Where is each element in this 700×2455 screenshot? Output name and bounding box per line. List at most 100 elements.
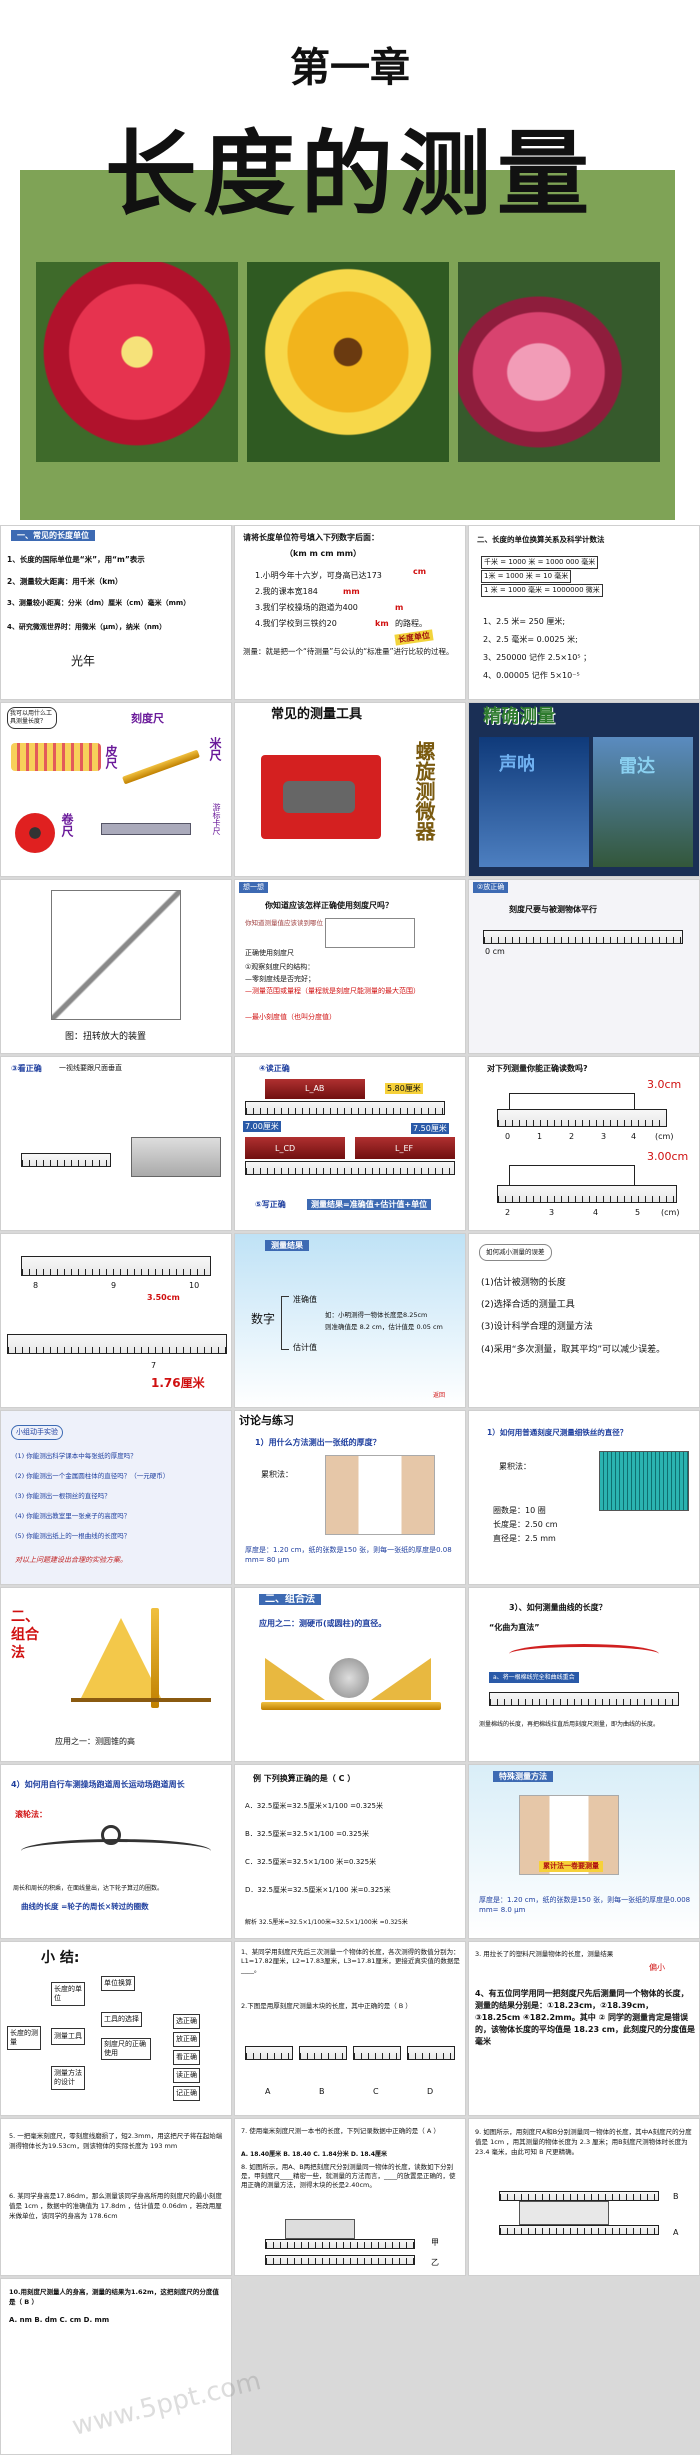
conversion-question: 例 下列换算正确的是（ C ） [253, 1774, 356, 1783]
tools-callout: 我可以用什么工具测量长度？ [7, 707, 57, 729]
slide-summary: 小 结: 长度的测量 长度的单位 测量工具 测量方法的设计 单位换算 工具的选择… [0, 1941, 232, 2116]
error-item-3: (3)设计科学合理的测量方法 [481, 1322, 593, 1332]
read-heading: ④读正确 [259, 1064, 290, 1073]
exercise-q7: 7. 使用毫米刻度尺测一本书的长度，下列记录数据中正确的是（ A ） [241, 2127, 440, 2135]
lever-caption: 图：扭转放大的装置 [65, 1032, 147, 1042]
exercise-q3-answer: 偏小 [649, 1963, 665, 1972]
q9-ruler-a [499, 2225, 659, 2235]
curve-question: 3）、如何测量曲线的长度？ [509, 1603, 607, 1612]
q2-label-a: A [265, 2087, 271, 2096]
exercise-q8: 8. 如图所示，用A、B两把刻度尺分别测量同一物体的长度，读数如下分别是，甲刻度… [241, 2163, 456, 2189]
ruler-line-3: ①观察刻度尺的结构： [245, 963, 315, 971]
unit-line-4: 4、研究微观世界时：用微米（μm），纳米（nm） [7, 623, 167, 631]
cone-triangle [81, 1618, 161, 1698]
coin-ruler [261, 1702, 441, 1710]
exercise-answer-1: cm [413, 567, 427, 576]
q8-ruler-2 [265, 2255, 415, 2265]
slide-wheel-method: 4）如何用自行车测操场跑道周长运动场跑道周长 滚轮法： 周长和周长的积乘，在面线… [0, 1764, 232, 1939]
slide-place-correctly: ②放正确 刻度尺要与被测物体平行 0 cm [468, 879, 700, 1054]
tick-1: 1 [537, 1132, 543, 1141]
lever-device-image [51, 890, 181, 1020]
label-lab: L_AB [305, 1084, 325, 1093]
summary-title: 小 结: [41, 1950, 80, 1966]
tick2-2: 2 [505, 1208, 511, 1217]
ruler-line-6: —最小刻度值（也叫分度值） [245, 1013, 336, 1021]
paper-method: 累积法： [261, 1470, 293, 1479]
slide-lever-device: 图：扭转放大的装置 [0, 879, 232, 1054]
curve-note-2: 测量棉线的长度，再把棉线拉直后用刻度尺测量，即为曲线的长度。 [479, 1721, 660, 1728]
wheel-formula: 曲线的长度 =轮子的周长×转过的圈数 [21, 1902, 149, 1911]
paper-question: 1）用什么方法测出一张纸的厚度？ [255, 1438, 381, 1447]
label-caliper: 游标卡尺 [212, 803, 221, 835]
think-tab: 想一想 [239, 882, 268, 893]
experiment-item-3: (3) 你能测出一根铜丝的直径吗？ [15, 1492, 111, 1500]
q9-label-b: B [673, 2192, 679, 2201]
ruler-question: 你知道应该怎样正确使用刻度尺吗？ [265, 901, 393, 910]
label-ruler: 刻度尺 [131, 712, 164, 725]
example-reading-1: 3.50cm [147, 1293, 180, 1302]
result-heading: 测量结果 [265, 1240, 309, 1251]
wire-line-2: 长度是：2.50 cm [493, 1520, 558, 1529]
paper-answer: 厚度是：1.20 cm，纸的张数是150 张，则每一张纸的厚度是0.08 mm=… [245, 1546, 452, 1564]
slide-measuring-tools-1: 我可以用什么工具测量长度？ 刻度尺 皮尺 米尺 卷尺 游标卡尺 [0, 702, 232, 877]
slide-group-experiment: 小组动手实验 (1) 你能测出科学课本中每张纸的厚度吗？ (2) 你能测出一个金… [0, 1410, 232, 1585]
exercise-answer-2: mm [343, 587, 360, 596]
slide-conversion-example: 例 下列换算正确的是（ C ） A．32.5厘米=32.5厘米×1/100 =0… [234, 1764, 466, 1939]
look-note: 一视线要跟尺面垂直 [59, 1064, 122, 1072]
q8-block [285, 2219, 355, 2239]
wheel-question: 4）如何用自行车测操场跑道周长运动场跑道周长 [11, 1780, 185, 1789]
ruler-line-5: —测量范围或量程（量程就是刻度尺能测量的最大范围） [245, 987, 420, 995]
experiment-item-2: (2) 你能测出一个金属圆柱体的直径吗？（一元硬币） [15, 1472, 170, 1480]
slide-exercise-5-6: 5. 一把毫米刻度尺，零刻度线磨损了，短2.3mm，用这把尺子将在起始端测得物体… [0, 2118, 232, 2276]
place-tab: ②放正确 [473, 882, 509, 893]
quiz-ruler-2 [497, 1185, 677, 1203]
slide-reading-quiz: 对下列测量你能正确读数吗? 3.0cm 0 1 2 3 4 (cm) 3.00c… [468, 1056, 700, 1231]
exercise-q9: 9. 如图所示，用刻度尺A和B分别测量同一物体的长度，其中A刻度尺的分度值是 1… [475, 2128, 692, 2156]
q8-label-jia: 甲 [431, 2238, 439, 2247]
tree-leaf-look: 看正确 [173, 2050, 200, 2065]
wire-line-1: 圈数是：10 圈 [493, 1506, 546, 1515]
conversion-item-1: 1、2.5 米= 250 厘米; [483, 617, 566, 626]
q2-ruler-a [245, 2046, 293, 2060]
tree-leaf-record: 记正确 [173, 2086, 200, 2101]
conversion-item-2: 2、2.5 毫米= 0.0025 米; [483, 635, 578, 644]
exercise-item-1: 1.小明今年十六岁，可身高已达173 [255, 571, 382, 580]
look-ruler [21, 1153, 111, 1167]
flower-photo-pink [458, 262, 660, 462]
exercise-q1: 1、某同学用刻度尺先后三次测量一个物体的长度，各次测得的数值分别为：L1=17.… [241, 1948, 460, 1974]
result-example-2: 则准确值是 8.2 cm，估计值是 0.05 cm [325, 1323, 443, 1331]
section-heading: 一、常见的长度单位 [11, 530, 95, 541]
exercise-q2: 2.下图是用厚刻度尺测量木块的长度，其中正确的是（ B ） [241, 2002, 412, 2010]
conversion-footer: 解析 32.5厘米=32.5×1/100米=32.5×1/100米 =0.325… [245, 1919, 408, 1926]
special-answer: 厚度是：1.20 cm，纸的张数是150 张，则每一张纸的厚度是0.008 mm… [479, 1896, 691, 1914]
exercise-q6: 6. 某同学身高是17.86dm，那么测量该同学身高所用的刻度尺的最小刻度值是 … [9, 2192, 222, 2220]
example-tick-9: 9 [111, 1281, 117, 1290]
label-700: 7.00厘米 [243, 1121, 281, 1132]
sonar-label: 声呐 [499, 754, 535, 775]
tick-0: 0 [505, 1132, 511, 1141]
tick-unit-2: (cm) [661, 1208, 680, 1217]
tree-branch-units: 长度的单位 [51, 1982, 85, 2006]
tools-title: 常见的测量工具 [271, 707, 363, 722]
conversion-item-3: 3、250000 记作 2.5×10⁵ ； [483, 653, 592, 662]
tree-branch-tools: 测量工具 [51, 2028, 85, 2045]
estimate-label: 估计值 [293, 1343, 317, 1352]
tick-unit-1: (cm) [655, 1132, 674, 1141]
flower-photo-red [36, 262, 238, 462]
write-heading: ⑤写正确 [255, 1200, 286, 1209]
slide-precision-measurement: 精确测量 声呐 雷达 [468, 702, 700, 877]
back-button[interactable]: 返回 [433, 1392, 446, 1399]
light-year-label: 光年 [71, 654, 96, 668]
result-brace [281, 1296, 289, 1350]
conversion-line-1: 千米 = 1000 米 = 1000 000 毫米 [481, 556, 599, 569]
slide-read-correctly: ④读正确 L_AB 5.80厘米 7.00厘米 L_CD L_EF 7.50厘米… [234, 1056, 466, 1231]
cone-base [71, 1698, 211, 1702]
slide-exercise-9: 9. 如图所示，用刻度尺A和B分别测量同一物体的长度，其中A刻度尺的分度值是 1… [468, 2118, 700, 2276]
read-ruler-2 [245, 1161, 455, 1175]
tree-branch-method: 测量方法的设计 [51, 2066, 85, 2090]
ruler-line-2: 正确使用刻度尺 [245, 949, 294, 957]
block-ef [355, 1137, 455, 1159]
q2-label-d: D [427, 2087, 434, 2096]
tape-measure-image [11, 743, 101, 771]
conversion-option-c: C．32.5厘米=32.5×1/100 米=0.325米 [245, 1858, 377, 1866]
